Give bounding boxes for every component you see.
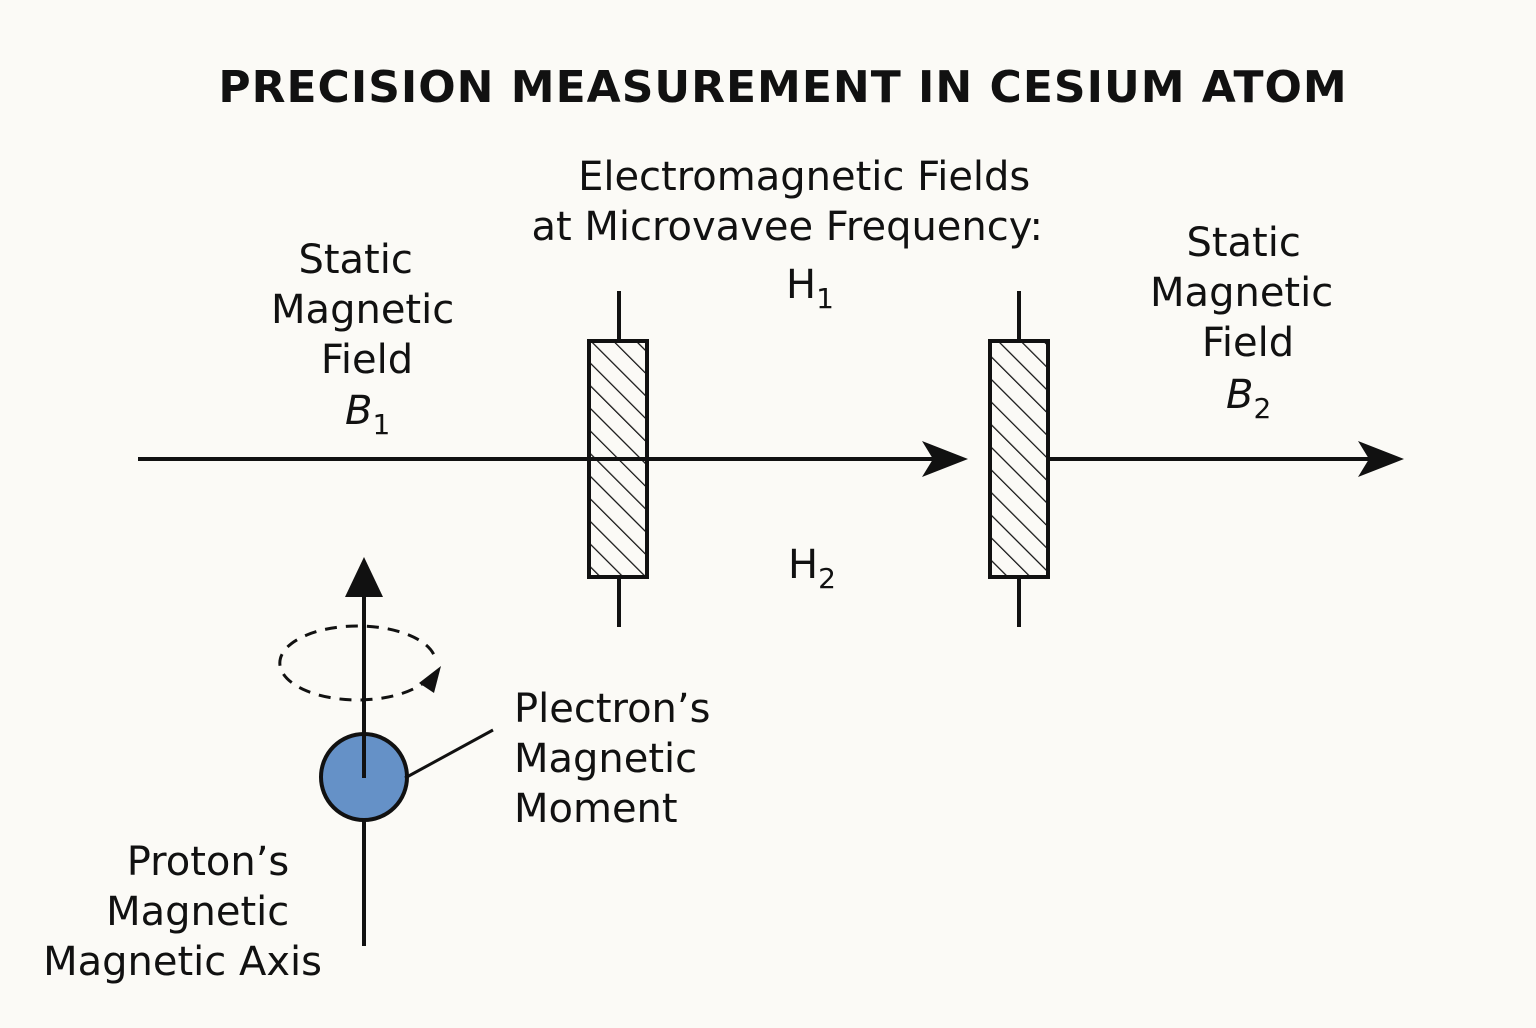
h1-label: H1 [786,262,834,315]
h2-label: H2 [788,542,836,595]
electron-leader-line [404,728,494,780]
precession-arrow-head [419,666,441,693]
proton-axis-label: Proton’s Magnetic Magnetic Axis [43,839,322,985]
microwave-cavity-1 [587,291,649,627]
right-static-field-label: Static Magnetic Field [1150,220,1346,366]
diagram-title: PRECISION MEASUREMENT IN CESIUM ATOM [218,62,1347,113]
b2-label: B2 [1226,372,1271,425]
electron-moment-label: Plectron’s Magnetic Moment [514,686,723,832]
precession-dashed-ellipse [278,624,436,702]
magnetic-axis-arrow-head [345,557,383,597]
microwave-cavity-2 [988,291,1050,627]
beam-arrow-head-right [1358,441,1404,477]
beam-arrow-head-middle [922,441,968,477]
left-static-field-label: Static Magnetic Field [271,237,467,383]
b1-label: B1 [345,388,390,441]
em-fields-label: Electromagnetic Fields at Microvavee Fre… [531,154,1043,250]
